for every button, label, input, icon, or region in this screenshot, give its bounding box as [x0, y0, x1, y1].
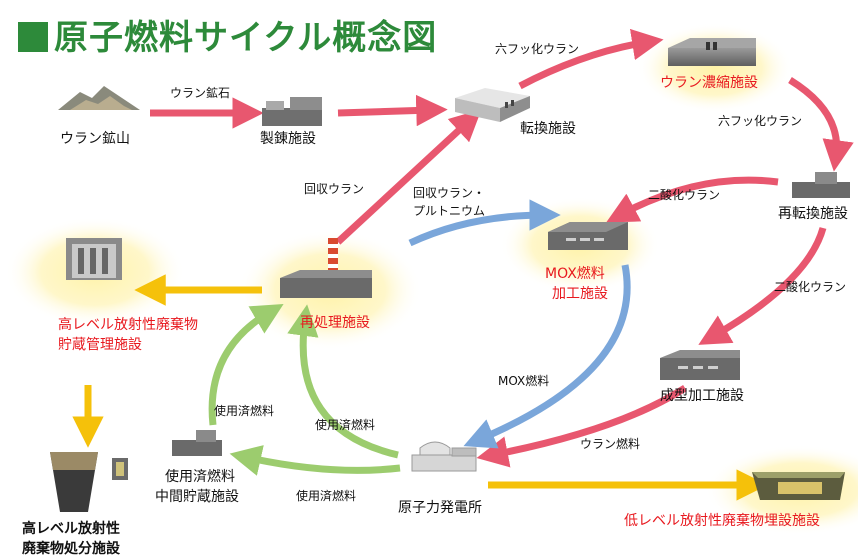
- nuclear-plant-icon: [411, 441, 477, 472]
- edge-recovered-upu-2: プルトニウム: [413, 204, 486, 218]
- interim-storage-icon: [172, 430, 222, 456]
- hlw-storage-icon: [66, 238, 122, 280]
- edge-uf6-2: 六フッ化ウラン: [718, 114, 803, 128]
- node-llw: 低レベル放射性廃棄物埋設施設: [624, 513, 820, 529]
- node-enrichment: ウラン濃縮施設: [660, 75, 758, 91]
- arrow-enrichment-reconversion: [788, 77, 854, 172]
- node-mox-fab-1: MOX燃料: [545, 266, 605, 282]
- arrows: [72, 28, 854, 501]
- llw-disposal-icon: [752, 472, 845, 500]
- edge-recovered-upu-1: 回収ウラン・: [413, 186, 486, 200]
- edge-mox-fuel: MOX燃料: [498, 374, 550, 388]
- arrow-mox-plant: [463, 264, 631, 449]
- arrow-interim-reprocessing: [208, 304, 284, 426]
- enrichment-icon: [668, 38, 756, 66]
- arrow-conversion-enrichment: [518, 28, 664, 90]
- node-mox-fab-2: 加工施設: [552, 286, 608, 302]
- node-hlw-storage-1: 高レベル放射性廃棄物: [58, 317, 198, 333]
- edge-uo2-1: 二酸化ウラン: [648, 188, 721, 202]
- node-plant: 原子力発電所: [398, 500, 482, 516]
- node-hlw-disposal-2: 廃棄物処分施設: [22, 541, 120, 557]
- edge-uf6-1: 六フッ化ウラン: [495, 42, 580, 56]
- arrow-plant-reprocessing: [287, 304, 399, 459]
- node-reconversion: 再転換施設: [778, 206, 848, 222]
- title-square-icon: [18, 22, 48, 52]
- arrow-refinery-conversion: [337, 94, 448, 127]
- node-interim-2: 中間貯蔵施設: [155, 489, 239, 505]
- hlw-disposal-icon: [50, 452, 128, 512]
- page-title: 原子燃料サイクル概念図: [18, 10, 437, 59]
- node-reprocessing: 再処理施設: [300, 315, 370, 331]
- edge-spent-1: 使用済燃料: [214, 404, 275, 418]
- node-mine: ウラン鉱山: [60, 131, 130, 147]
- reprocessing-icon: [280, 238, 372, 298]
- edge-uranium-fuel: ウラン燃料: [580, 437, 641, 451]
- edge-spent-2: 使用済燃料: [315, 418, 376, 432]
- arrow-reconversion-fabrication: [698, 226, 827, 345]
- arrow-reprocessing-conversion: [335, 109, 482, 245]
- arrow-reprocessing-mox: [408, 199, 561, 247]
- arrow-plant-interim: [229, 445, 401, 476]
- node-conversion: 転換施設: [520, 121, 576, 137]
- reconversion-icon: [792, 172, 850, 198]
- enrichment-glow: [637, 23, 793, 113]
- arrow-reconversion-mox: [606, 176, 779, 223]
- edge-uranium-ore: ウラン鉱石: [170, 86, 231, 100]
- fabrication-icon: [660, 350, 740, 380]
- edge-recovered-u: 回収ウラン: [304, 182, 365, 196]
- node-interim-1: 使用済燃料: [165, 469, 235, 485]
- mox-fab-icon: [548, 222, 628, 250]
- node-hlw-storage-2: 貯蔵管理施設: [58, 337, 142, 353]
- node-refinery: 製錬施設: [260, 131, 316, 147]
- conversion-icon: [455, 88, 530, 122]
- node-fabrication: 成型加工施設: [660, 388, 744, 404]
- node-hlw-disposal-1: 高レベル放射性: [22, 521, 120, 537]
- edge-uo2-2: 二酸化ウラン: [774, 280, 847, 294]
- refinery-icon: [262, 97, 322, 126]
- mine-icon: [58, 86, 140, 110]
- edge-spent-3: 使用済燃料: [296, 489, 357, 503]
- arrow-fabrication-plant: [476, 385, 687, 468]
